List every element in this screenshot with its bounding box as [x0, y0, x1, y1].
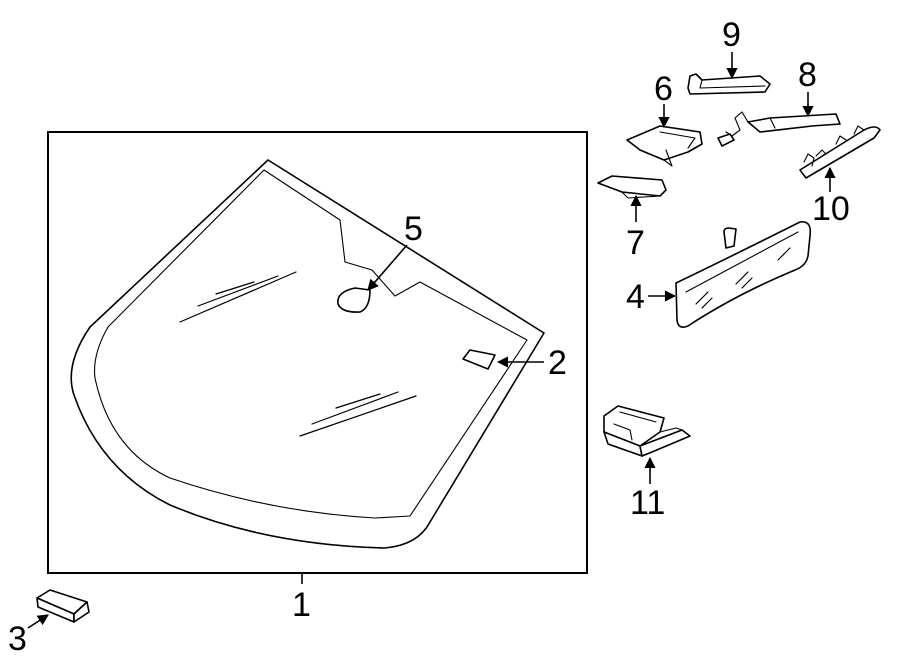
rain-sensor[interactable] — [337, 287, 371, 313]
windshield-group-frame — [47, 131, 588, 574]
rearview-mirror[interactable] — [675, 220, 812, 328]
leader-5 — [367, 244, 408, 291]
callout-1: 1 — [292, 586, 311, 624]
mirror-cover-upper[interactable] — [626, 125, 703, 167]
callout-2: 2 — [548, 344, 567, 382]
callout-6: 6 — [654, 70, 673, 108]
leader-3 — [27, 614, 49, 629]
callout-3: 3 — [8, 620, 27, 658]
windshield-label-tag[interactable] — [462, 349, 496, 370]
callout-5: 5 — [404, 210, 423, 248]
callout-9: 9 — [722, 16, 741, 54]
callout-11: 11 — [630, 484, 665, 522]
windshield-glass[interactable] — [70, 159, 545, 549]
mirror-cover-lower[interactable] — [597, 175, 667, 199]
callout-4: 4 — [626, 278, 645, 316]
bracket-strip-10[interactable] — [799, 125, 881, 179]
callout-7: 7 — [626, 224, 645, 262]
trim-piece-9[interactable] — [687, 73, 771, 95]
bracket-part-3[interactable] — [36, 589, 90, 623]
control-module[interactable] — [603, 405, 691, 457]
callout-8: 8 — [798, 56, 817, 94]
callout-10: 10 — [812, 190, 850, 228]
wire-harness-cover[interactable] — [717, 111, 841, 147]
